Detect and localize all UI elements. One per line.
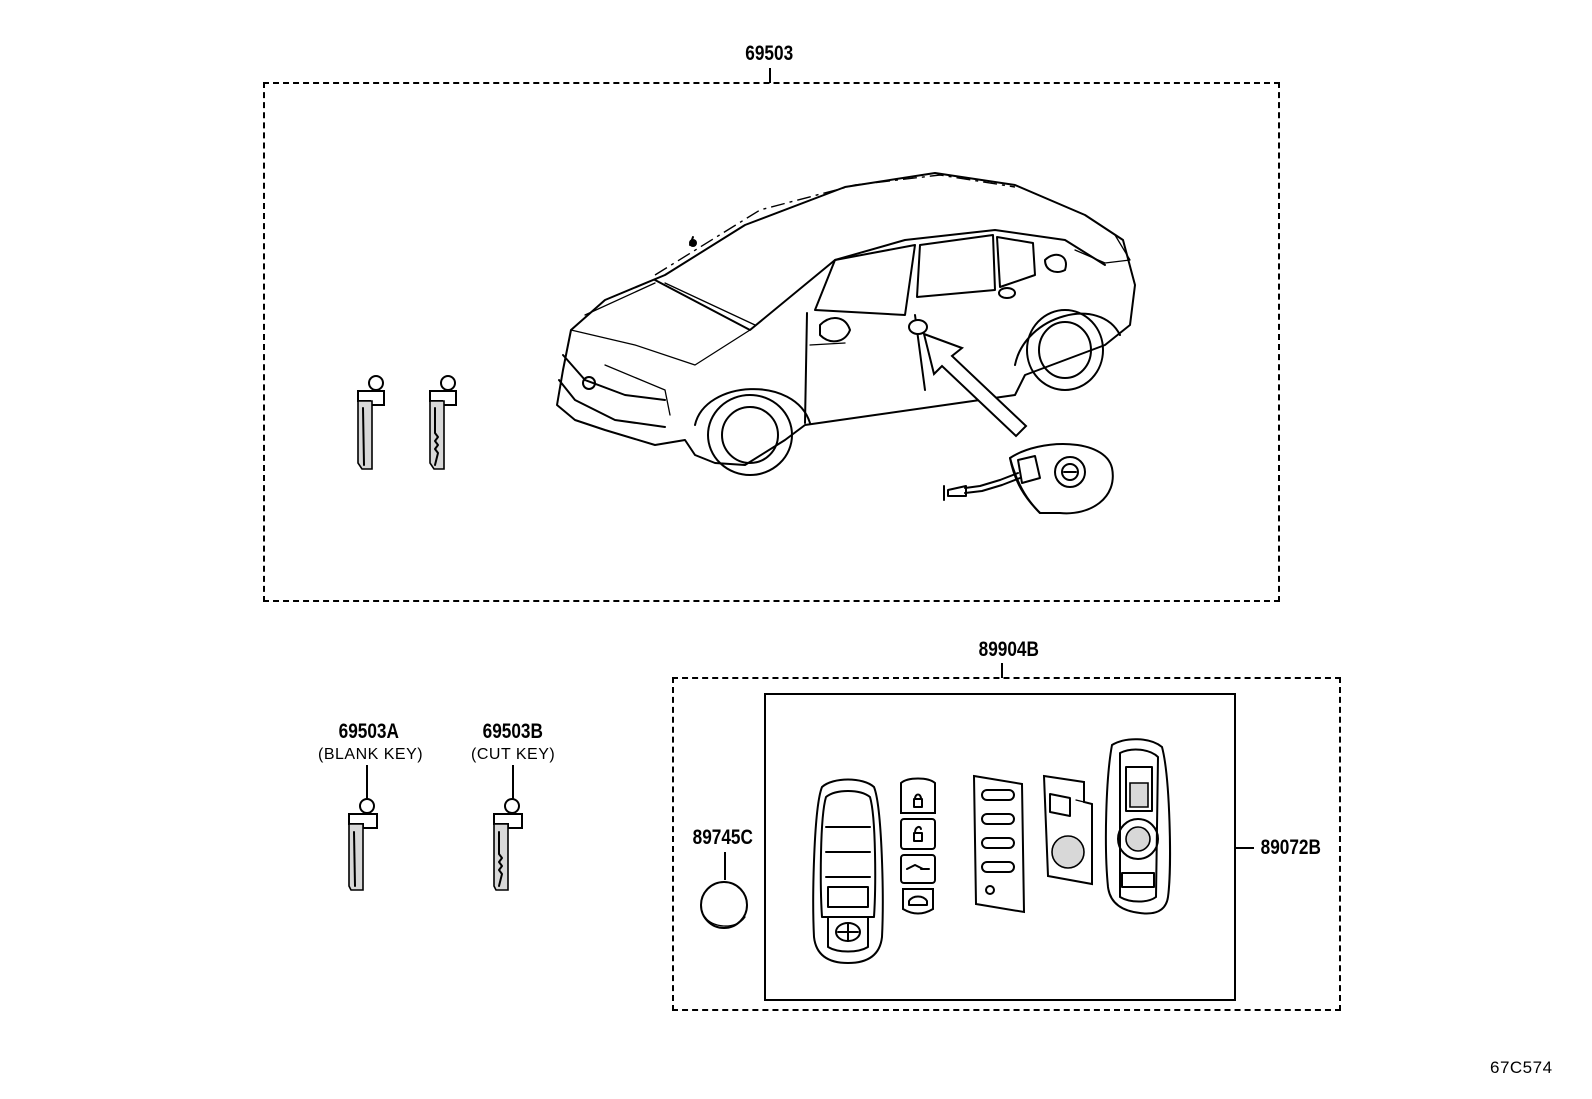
key-fob-rubber-pad-icon — [968, 772, 1028, 922]
leader-89745C — [724, 852, 726, 880]
car-illustration — [545, 165, 1145, 475]
key-icon — [350, 373, 390, 473]
figure-code: 67C574 — [1490, 1058, 1553, 1077]
key-fob-housing-icon — [1100, 737, 1180, 917]
leader-89072B — [1236, 847, 1254, 849]
leader-69503B — [512, 765, 514, 801]
label-blank-key: (BLANK KEY) — [318, 746, 424, 763]
label-69503: 69503 — [745, 42, 794, 65]
callout-arrow — [918, 328, 1038, 448]
frame-69503 — [263, 82, 1280, 602]
label-69503B: 69503B — [482, 720, 543, 743]
label-89904B: 89904B — [978, 638, 1039, 661]
frame-89072B — [764, 693, 1236, 1001]
label-89072B: 89072B — [1260, 836, 1321, 859]
leader-69503A — [366, 765, 368, 801]
key-fob-buttons-icon — [893, 777, 943, 917]
key-fob-circuit-board-icon — [1040, 772, 1100, 892]
battery-icon — [695, 875, 755, 935]
label-69503A: 69503A — [338, 720, 399, 743]
key-fob-cover-icon — [808, 777, 888, 967]
leader-89904B — [1001, 663, 1003, 678]
label-89745C: 89745C — [692, 826, 753, 849]
key-icon — [422, 373, 462, 473]
blank-key-icon — [343, 796, 383, 896]
frame-89904B — [672, 677, 1341, 1011]
label-cut-key: (CUT KEY) — [471, 746, 556, 763]
leader-69503 — [769, 68, 771, 83]
cut-key-icon — [488, 796, 528, 896]
door-lock-cylinder — [940, 438, 1120, 528]
